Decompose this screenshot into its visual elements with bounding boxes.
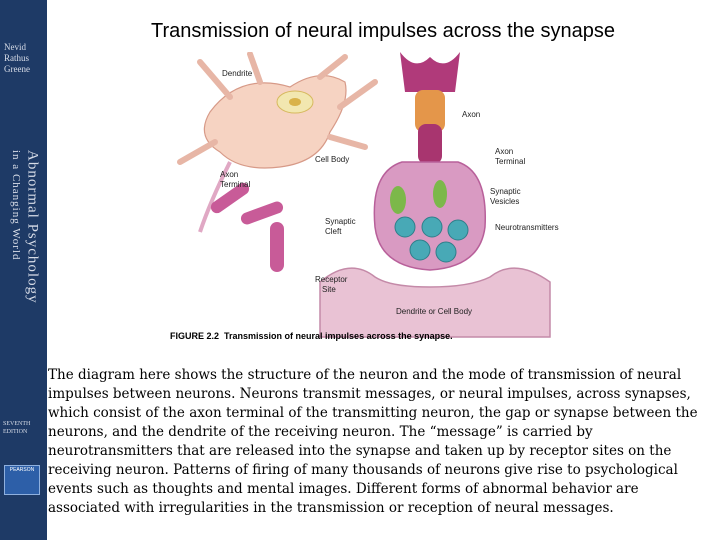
axon-right: [400, 52, 460, 164]
label-synaptic-vesicles: Synaptic: [490, 187, 521, 196]
book-cover-sidebar: Nevid Rathus Greene Abnormal Psychology …: [0, 0, 47, 540]
label-axon-terminal-right-2: Terminal: [495, 157, 525, 166]
body-paragraph: The diagram here shows the structure of …: [48, 367, 698, 516]
label-axon-terminal-right: Axon: [495, 147, 513, 156]
author-name: Rathus: [4, 53, 30, 63]
label-synaptic-cleft-2: Cleft: [325, 227, 342, 236]
cell-body-shape: [203, 75, 347, 169]
axon-left: [198, 161, 284, 272]
axon-terminal-bulb: [373, 161, 487, 271]
label-receptor-site-2: Site: [322, 285, 336, 294]
label-receptor-site: Receptor: [315, 275, 348, 284]
author-name: Nevid: [4, 42, 26, 52]
book-edition: SEVENTH EDITION: [3, 421, 31, 435]
book-title-line1: Abnormal Psychology: [24, 150, 41, 304]
label-synaptic-vesicles-2: Vesicles: [490, 197, 519, 206]
dendrite-branches: [177, 52, 378, 165]
book-title: Abnormal Psychology in a Changing World: [4, 150, 44, 360]
label-cell-body: Cell Body: [315, 155, 349, 164]
book-authors: Nevid Rathus Greene: [4, 42, 44, 75]
label-axon: Axon: [462, 110, 480, 119]
figure-caption: FIGURE 2.2 Transmission of neural impuls…: [170, 331, 453, 341]
label-synaptic-cleft: Synaptic: [325, 217, 356, 226]
figure-caption-text: Transmission of neural impulses across t…: [224, 331, 453, 341]
figure-number: FIGURE 2.2: [170, 331, 220, 341]
synapse-diagram: Dendrite Axon Cell Body Axon Terminal Ax…: [177, 52, 559, 338]
label-axon-terminal-left-2: Terminal: [220, 180, 250, 189]
publisher-logo: PEARSON: [4, 465, 40, 495]
book-title-line2: in a Changing World: [10, 150, 22, 261]
label-axon-terminal-left: Axon: [220, 170, 238, 179]
author-name: Greene: [4, 64, 30, 74]
slide-title: Transmission of neural impulses across t…: [151, 20, 615, 42]
label-dendrite-or-cell-body: Dendrite or Cell Body: [396, 307, 472, 316]
label-dendrite: Dendrite: [222, 69, 253, 78]
label-neurotransmitters: Neurotransmitters: [495, 223, 559, 232]
receiving-dendrite: [319, 267, 551, 338]
diagram-labels: Dendrite Axon Cell Body Axon Terminal Ax…: [220, 69, 559, 316]
